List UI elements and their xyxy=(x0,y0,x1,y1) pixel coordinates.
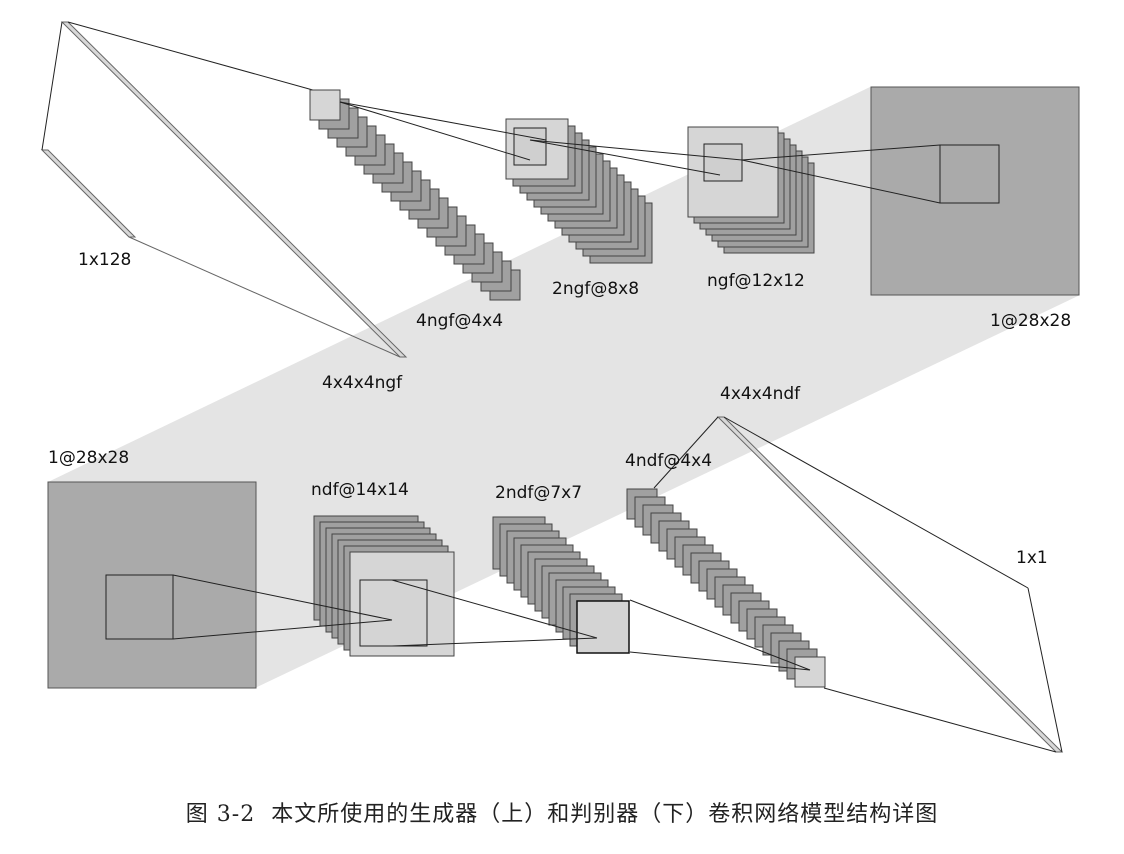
discriminator-layer-2-stack xyxy=(492,516,630,654)
generator-layer-2-label: 2ngf@8x8 xyxy=(552,279,639,299)
discriminator-output-vector xyxy=(653,416,1064,753)
discriminator-output-label: 1x1 xyxy=(1016,548,1048,568)
discriminator-layer-1-kernel xyxy=(359,579,428,647)
generator-layer-3-label: ngf@12x12 xyxy=(707,271,805,291)
generator-projection-lines xyxy=(339,101,941,204)
generator-layer-2-stack xyxy=(505,118,653,264)
discriminator-layer-1-label: ndf@14x14 xyxy=(311,480,409,500)
generator-output-map xyxy=(870,86,1080,296)
generator-input-vector xyxy=(40,21,408,358)
generator-output-label: 1@28x28 xyxy=(990,311,1071,331)
generator-project-label: 4x4x4ngf xyxy=(322,373,403,393)
generator-layer-1-map xyxy=(309,89,341,121)
discriminator-projection-lines xyxy=(172,574,811,671)
discriminator-layer-3-label: 4ndf@4x4 xyxy=(625,451,712,471)
discriminator-layer-3-map xyxy=(794,656,826,688)
discriminator-flatten-label: 4x4x4ndf xyxy=(720,384,801,404)
generator-output-patch xyxy=(939,144,1000,204)
generator-layer-1-label: 4ngf@4x4 xyxy=(416,311,503,331)
generator-layer-3-stack xyxy=(687,126,815,254)
generator-layer-1-stack xyxy=(309,89,521,301)
figure-caption: 图 3-2 本文所使用的生成器（上）和判别器（下）卷积网络模型结构详图 xyxy=(0,796,1124,828)
generator-input-label: 1x128 xyxy=(78,250,131,270)
figure-number: 图 3-2 xyxy=(185,802,256,827)
discriminator-layer-3-stack xyxy=(626,488,826,688)
discriminator-input-patch xyxy=(105,574,174,640)
discriminator-layer-1-stack xyxy=(313,515,455,657)
connection-band xyxy=(48,87,1080,688)
discriminator-layer-2-label: 2ndf@7x7 xyxy=(495,483,582,503)
generator-layer-3-kernel xyxy=(703,143,743,182)
figure-caption-text: 本文所使用的生成器（上）和判别器（下）卷积网络模型结构详图 xyxy=(271,802,939,827)
generator-layer-2-kernel xyxy=(513,127,547,166)
discriminator-layer-2-kernel xyxy=(576,600,630,654)
discriminator-input-map xyxy=(47,481,257,689)
discriminator-input-label: 1@28x28 xyxy=(48,448,129,468)
